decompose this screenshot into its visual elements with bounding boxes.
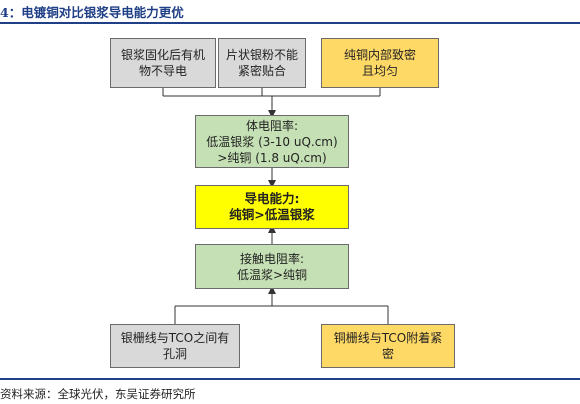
top-rule: [0, 22, 580, 24]
box-line: 银栅线与TCO之间有: [120, 331, 230, 345]
box-line: 铜栅线与TCO附着紧: [333, 331, 443, 345]
box-line: 导电能力:: [244, 191, 300, 206]
box-line: 体电阻率:: [245, 118, 299, 133]
box-line: >纯铜 (1.8 uQ.cm): [217, 150, 327, 165]
box-line: 银浆固化后有机: [120, 48, 205, 62]
box-line: 且均匀: [361, 64, 398, 78]
silver-flake-box: 片状银粉不能 紧密贴合: [218, 38, 306, 88]
copper-dense-box: 纯铜内部致密 且均匀: [321, 38, 439, 88]
box-line: 接触电阻率:: [239, 251, 305, 266]
conductivity-box: 导电能力: 纯铜>低温银浆: [195, 185, 349, 229]
box-line: 紧密贴合: [237, 64, 286, 78]
silver-tco-box: 银栅线与TCO之间有 孔洞: [110, 324, 240, 368]
box-line: 纯铜内部致密: [343, 48, 416, 62]
bottom-rule: [0, 378, 580, 380]
box-line: 密: [381, 347, 394, 361]
figure-title: 4：电镀铜对比银浆导电能力更优: [0, 5, 184, 20]
box-line: 片状银粉不能: [225, 48, 298, 62]
box-line: 物不导电: [138, 64, 187, 78]
copper-tco-box: 铜栅线与TCO附着紧 密: [321, 324, 455, 368]
box-line: 孔洞: [162, 347, 187, 361]
contact-resistivity-box: 接触电阻率: 低温浆>纯铜: [195, 244, 349, 289]
box-line: 低温浆>纯铜: [236, 267, 308, 282]
box-line: 低温银浆 (3-10 uQ.cm): [206, 134, 338, 149]
source-note: 资料来源：全球光伏，东吴证券研究所: [0, 387, 196, 401]
bulk-resistivity-box: 体电阻率: 低温银浆 (3-10 uQ.cm) >纯铜 (1.8 uQ.cm): [195, 115, 349, 168]
box-line: 纯铜>低温银浆: [229, 207, 315, 222]
silver-organic-box: 银浆固化后有机 物不导电: [110, 38, 216, 88]
